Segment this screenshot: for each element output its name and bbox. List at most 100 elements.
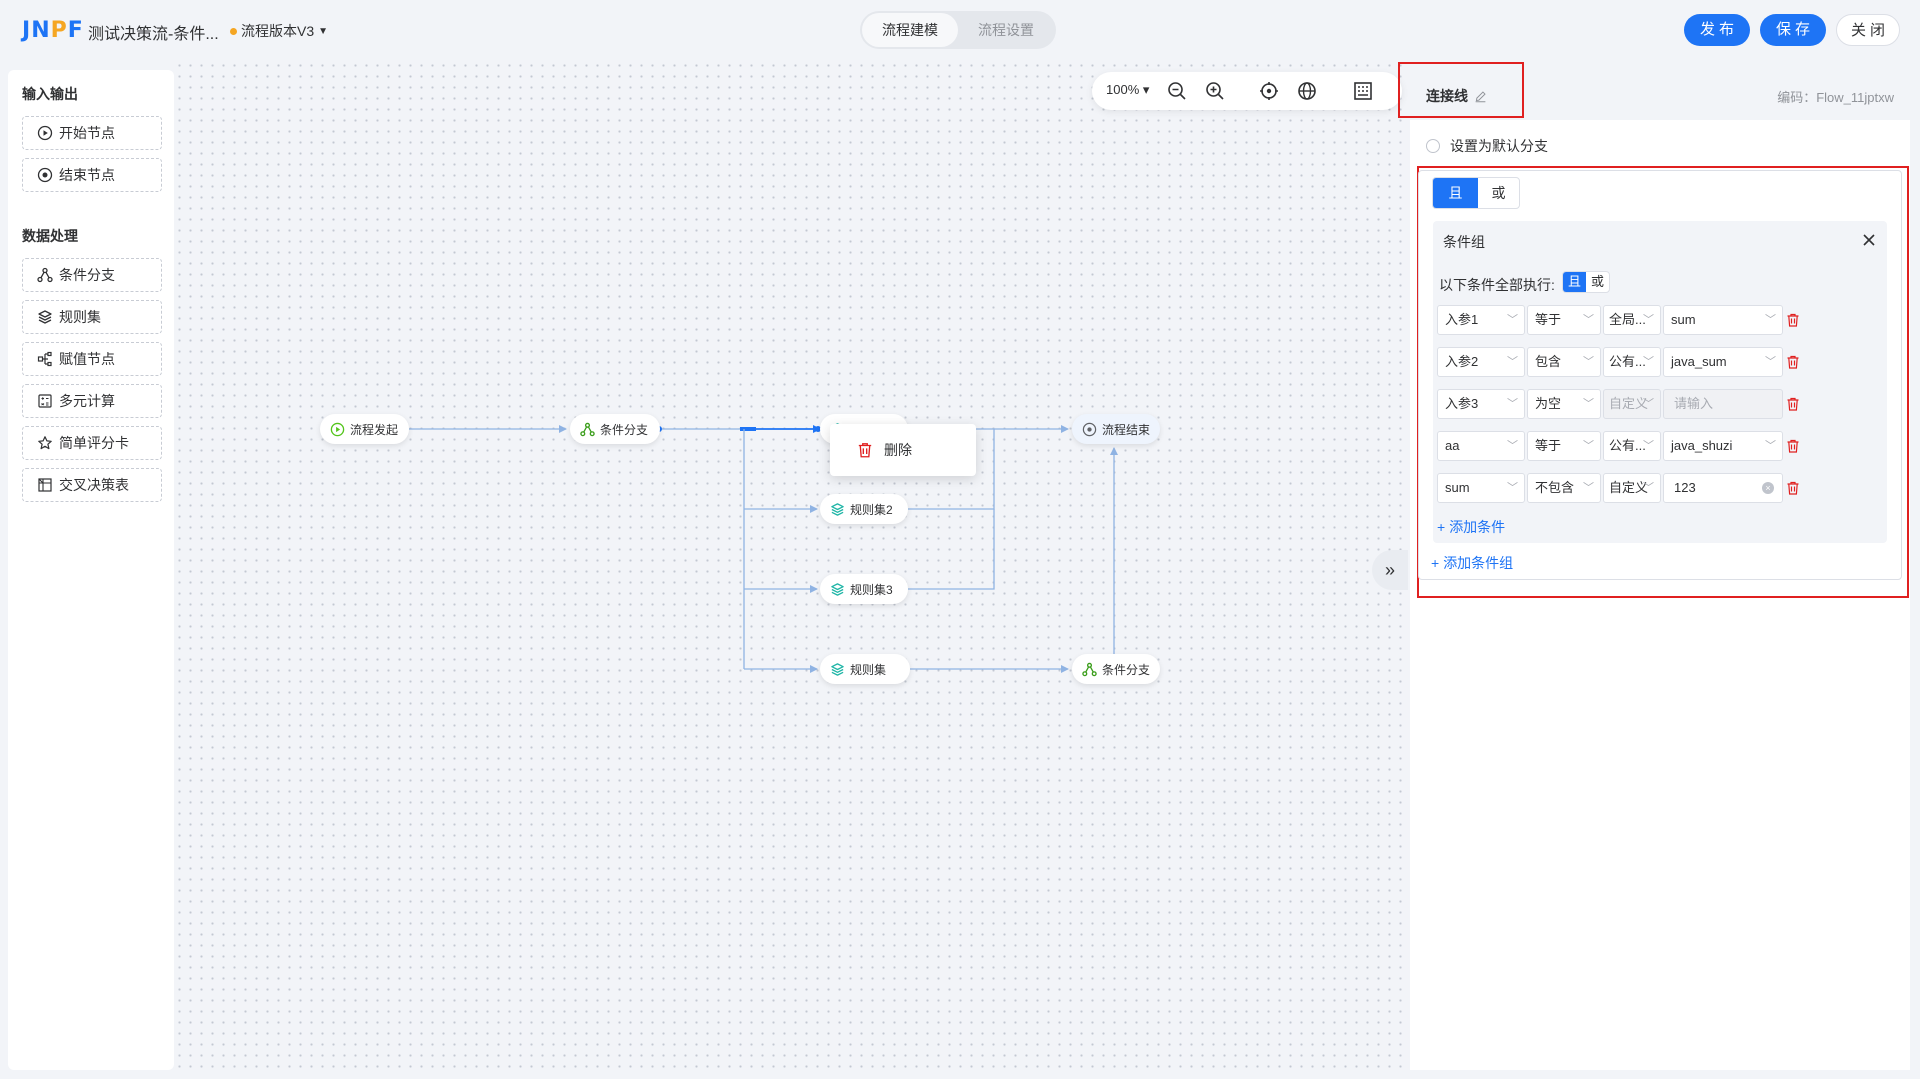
value-type-select[interactable]: 公有...﹀: [1603, 431, 1661, 461]
save-button[interactable]: 保存: [1760, 14, 1826, 46]
value-select[interactable]: sum﹀: [1663, 305, 1783, 335]
zoom-out-icon[interactable]: [1166, 80, 1188, 102]
node-ruleset-2[interactable]: 规则集2: [820, 494, 908, 524]
value-select[interactable]: java_shuzi﹀: [1663, 431, 1783, 461]
layers-icon: [831, 582, 844, 596]
branch-icon: [1082, 662, 1097, 676]
exec-or-button[interactable]: 或: [1590, 274, 1604, 289]
delete-row-icon[interactable]: [1785, 438, 1801, 454]
flow-canvas[interactable]: [174, 60, 1408, 1072]
value-type-select: 自定义﹀: [1603, 389, 1661, 419]
anchor-dot[interactable]: [815, 426, 821, 432]
add-group-button[interactable]: +添加条件组: [1431, 553, 1513, 573]
plus-icon: +: [1437, 519, 1446, 535]
palette-item-assign-node[interactable]: 赋值节点: [22, 342, 162, 376]
operator-select[interactable]: 等于﹀: [1527, 305, 1601, 335]
field-select[interactable]: 入参1﹀: [1437, 305, 1525, 335]
delete-row-icon[interactable]: [1785, 312, 1801, 328]
close-icon[interactable]: [1859, 230, 1879, 250]
add-condition-button[interactable]: +添加条件: [1437, 517, 1505, 537]
zoom-select[interactable]: 100% ▾: [1106, 82, 1150, 97]
palette-item-ruleset[interactable]: 规则集: [22, 300, 162, 334]
logic-and-button[interactable]: 且: [1433, 178, 1478, 208]
palette-item-end-node[interactable]: 结束节点: [22, 158, 162, 192]
double-chevron-right-icon: »: [1384, 559, 1395, 580]
delete-row-icon[interactable]: [1785, 480, 1801, 496]
logic-or-button[interactable]: 或: [1491, 185, 1506, 201]
assign-icon: [37, 351, 52, 367]
value-input[interactable]: 123×: [1663, 473, 1783, 503]
stop-circle-icon: [1082, 422, 1097, 436]
delete-row-icon[interactable]: [1785, 354, 1801, 370]
node-ruleset[interactable]: 规则集: [820, 654, 910, 684]
value-select[interactable]: java_sum﹀: [1663, 347, 1783, 377]
zoom-value: 100%: [1106, 82, 1140, 97]
default-branch-checkbox[interactable]: 设置为默认分支: [1426, 136, 1548, 156]
plus-icon: +: [1431, 555, 1440, 571]
collapse-panel-button[interactable]: »: [1372, 550, 1408, 590]
node-condition-branch-2[interactable]: 条件分支: [1072, 654, 1160, 684]
palette-item-label: 赋值节点: [59, 351, 115, 367]
status-dot: [230, 27, 237, 35]
edge-rulesets-end[interactable]: [908, 425, 1118, 673]
version-label: 流程版本V3: [241, 23, 315, 39]
tab-modeling[interactable]: 流程建模: [862, 13, 958, 47]
edge-code: 编码：Flow_11jptxw: [1777, 87, 1894, 106]
node-label: 规则集: [850, 662, 887, 677]
node-end[interactable]: 流程结束: [1072, 414, 1160, 444]
exec-logic-toggle: 且 或: [1562, 271, 1610, 293]
palette-item-multi-calc[interactable]: 多元计算: [22, 384, 162, 418]
close-button[interactable]: 关闭: [1836, 14, 1900, 46]
node-ruleset-3[interactable]: 规则集3: [820, 574, 908, 604]
star-icon: [38, 436, 52, 450]
operator-select[interactable]: 为空﹀: [1527, 389, 1601, 419]
tab-settings[interactable]: 流程设置: [978, 22, 1034, 38]
code-label: 编码：: [1777, 90, 1817, 105]
code-value: Flow_11jptxw: [1816, 90, 1894, 105]
operator-select[interactable]: 包含﹀: [1527, 347, 1601, 377]
palette-item-condition-branch[interactable]: 条件分支: [22, 258, 162, 292]
flow-title: 测试决策流-条件...: [88, 26, 219, 43]
globe-icon[interactable]: [1296, 80, 1318, 102]
palette-item-scorecard[interactable]: 简单评分卡: [22, 426, 162, 460]
node-label: 流程发起: [350, 422, 399, 437]
publish-button[interactable]: 发布: [1684, 14, 1750, 46]
edge-selected[interactable]: [660, 425, 821, 433]
edit-icon[interactable]: [1474, 90, 1487, 103]
palette-item-start-node[interactable]: 开始节点: [22, 116, 162, 150]
field-select[interactable]: aa﹀: [1437, 431, 1525, 461]
palette-item-cross-table[interactable]: 交叉决策表: [22, 468, 162, 502]
value-type-select[interactable]: 公有...﹀: [1603, 347, 1661, 377]
group-title: 条件组: [1443, 234, 1485, 250]
palette-group-title: 输入输出: [22, 86, 78, 102]
properties-panel: 连接线 编码：Flow_11jptxw 设置为默认分支 且 或 条件组 以下条件…: [1398, 62, 1910, 1070]
stop-circle-icon: [37, 167, 53, 183]
value-type-select[interactable]: 自定义﹀: [1603, 473, 1661, 503]
field-select[interactable]: 入参2﹀: [1437, 347, 1525, 377]
operator-select[interactable]: 不包含﹀: [1527, 473, 1601, 503]
locate-icon[interactable]: [1258, 80, 1280, 102]
exec-and-button[interactable]: 且: [1563, 272, 1586, 292]
palette-item-label: 交叉决策表: [59, 477, 129, 493]
node-label: 规则集2: [850, 502, 893, 517]
context-menu-delete[interactable]: 删除: [830, 424, 976, 476]
panel-title: 连接线: [1426, 86, 1487, 106]
palette-item-label: 开始节点: [59, 125, 115, 141]
node-label: 流程结束: [1102, 422, 1151, 437]
node-start[interactable]: 流程发起: [320, 414, 409, 444]
value-type-select[interactable]: 全局...﹀: [1603, 305, 1661, 335]
version-dropdown[interactable]: 流程版本V3 ▼: [230, 21, 328, 41]
zoom-in-icon[interactable]: [1204, 80, 1226, 102]
trash-icon: [858, 443, 872, 458]
clear-icon[interactable]: ×: [1762, 482, 1774, 494]
edge-branch-rulesets[interactable]: [743, 429, 818, 673]
minimap-icon[interactable]: [1352, 80, 1374, 102]
operator-select[interactable]: 等于﹀: [1527, 431, 1601, 461]
checkbox[interactable]: [1426, 139, 1440, 153]
node-condition-branch[interactable]: 条件分支: [570, 414, 660, 444]
field-select[interactable]: sum﹀: [1437, 473, 1525, 503]
add-group-label: 添加条件组: [1443, 555, 1514, 571]
field-select[interactable]: 入参3﹀: [1437, 389, 1525, 419]
delete-row-icon[interactable]: [1785, 396, 1801, 412]
